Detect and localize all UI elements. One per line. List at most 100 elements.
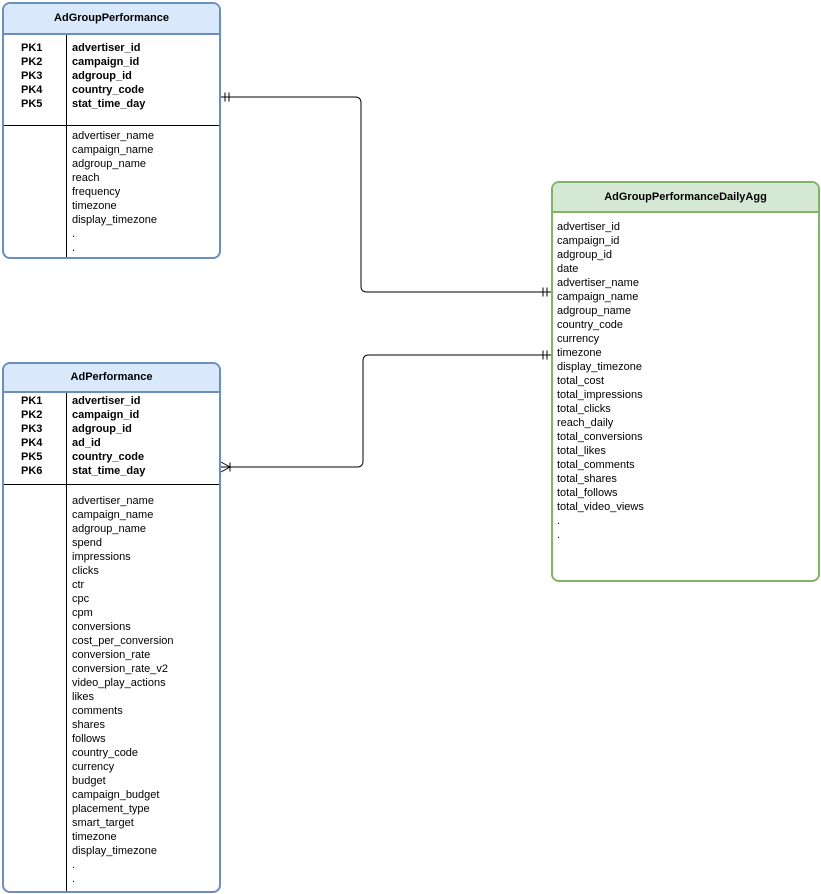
field-row: comments [72, 705, 123, 717]
field-row: total_likes [557, 445, 606, 457]
field-row: conversion_rate [72, 649, 151, 661]
field-row: campaign_budget [72, 789, 160, 801]
field-row: . [72, 228, 76, 240]
field-list: advertiser_name campaign_name adgroup_name… [72, 129, 157, 255]
field-row: shares [72, 719, 106, 731]
field-row: display_timezone [557, 361, 642, 373]
entity-title: AdGroupPerformance [4, 4, 219, 35]
field-row: . [557, 515, 561, 527]
field-row: total_impressions [557, 389, 643, 401]
field-row: conversions [72, 621, 131, 633]
field-row: . [72, 873, 76, 885]
field-row: impressions [72, 551, 131, 563]
pk-field: campaign_id [72, 56, 140, 68]
entity-title: AdPerformance [4, 364, 219, 393]
field-row: adgroup_name [72, 158, 147, 170]
field-row: advertiser_id [557, 221, 620, 233]
field-row: smart_target [72, 817, 134, 829]
field-row: currency [72, 761, 115, 773]
field-row: timezone [557, 347, 602, 359]
pk-label: PK2 [21, 409, 43, 421]
pk-field: advertiser_id [72, 395, 141, 407]
pk-label: PK5 [21, 451, 43, 463]
field-row: frequency [72, 186, 121, 198]
field-row: placement_type [72, 803, 150, 815]
pk-field: country_code [72, 84, 145, 96]
field-row: country_code [72, 747, 139, 759]
field-row: total_conversions [557, 431, 643, 443]
pk-field: advertiser_id [72, 42, 141, 54]
field-row: . [72, 242, 76, 254]
field-row: total_comments [557, 459, 635, 471]
field-row: cpm [72, 607, 93, 619]
field-row: adgroup_name [72, 523, 147, 535]
pk-label: PK2 [21, 56, 43, 68]
one-mandatory-marker-daily-agg-top [542, 287, 548, 297]
field-row: total_follows [557, 487, 618, 499]
pk-field: adgroup_id [72, 70, 132, 82]
field-row: likes [72, 691, 95, 703]
field-row: total_cost [557, 375, 605, 387]
field-row: conversion_rate_v2 [72, 663, 169, 675]
pk-label: PK4 [21, 84, 43, 96]
pk-label: PK3 [21, 423, 43, 435]
connector-ad-to-daily-agg [221, 354, 551, 468]
field-row: reach [72, 172, 100, 184]
pk-field: country_code [72, 451, 145, 463]
column-divider [66, 35, 67, 257]
field-row: advertiser_name [72, 130, 154, 142]
pk-label: PK5 [21, 98, 43, 110]
field-row: country_code [557, 319, 624, 331]
pk-label: PK3 [21, 70, 43, 82]
pk-field: stat_time_day [72, 465, 146, 477]
field-row: clicks [72, 565, 99, 577]
entity-title: AdGroupPerformanceDailyAgg [553, 183, 818, 213]
field-row: adgroup_name [557, 305, 632, 317]
pk-label: PK1 [21, 395, 43, 407]
one-mandatory-marker-daily-agg-bottom [542, 350, 548, 360]
field-row: display_timezone [72, 845, 157, 857]
field-row: . [557, 529, 561, 541]
pk-field: ad_id [72, 437, 101, 449]
field-row: cost_per_conversion [72, 635, 174, 647]
field-row: campaign_name [72, 144, 154, 156]
field-row: total_clicks [557, 403, 611, 415]
pk-field: adgroup_id [72, 423, 132, 435]
field-row: . [72, 859, 76, 871]
column-divider [66, 393, 67, 891]
field-row: total_shares [557, 473, 617, 485]
pk-label: PK1 [21, 42, 43, 54]
field-row: advertiser_name [72, 495, 154, 507]
field-row: campaign_id [557, 235, 620, 247]
entity-adgroup-performance-daily-agg[interactable]: AdGroupPerformanceDailyAgg advertiser_id… [551, 181, 820, 582]
pk-field: stat_time_day [72, 98, 146, 110]
connector-adgroup-to-daily-agg [221, 96, 551, 293]
section-divider [4, 484, 219, 485]
field-row: currency [557, 333, 600, 345]
field-row: timezone [72, 831, 117, 843]
pk-label: PK6 [21, 465, 43, 477]
pk-label: PK4 [21, 437, 43, 449]
one-mandatory-marker-adgroup [224, 92, 230, 102]
field-row: display_timezone [72, 214, 157, 226]
field-row: follows [72, 733, 106, 745]
many-marker-ad [220, 461, 231, 473]
field-row: video_play_actions [72, 677, 166, 689]
section-divider [4, 125, 219, 126]
field-row: advertiser_name [557, 277, 639, 289]
field-row: date [557, 263, 579, 275]
field-row: adgroup_id [557, 249, 613, 261]
field-row: campaign_name [72, 509, 154, 521]
field-row: ctr [72, 579, 85, 591]
pk-field: campaign_id [72, 409, 140, 421]
field-row: timezone [72, 200, 117, 212]
field-row: budget [72, 775, 106, 787]
